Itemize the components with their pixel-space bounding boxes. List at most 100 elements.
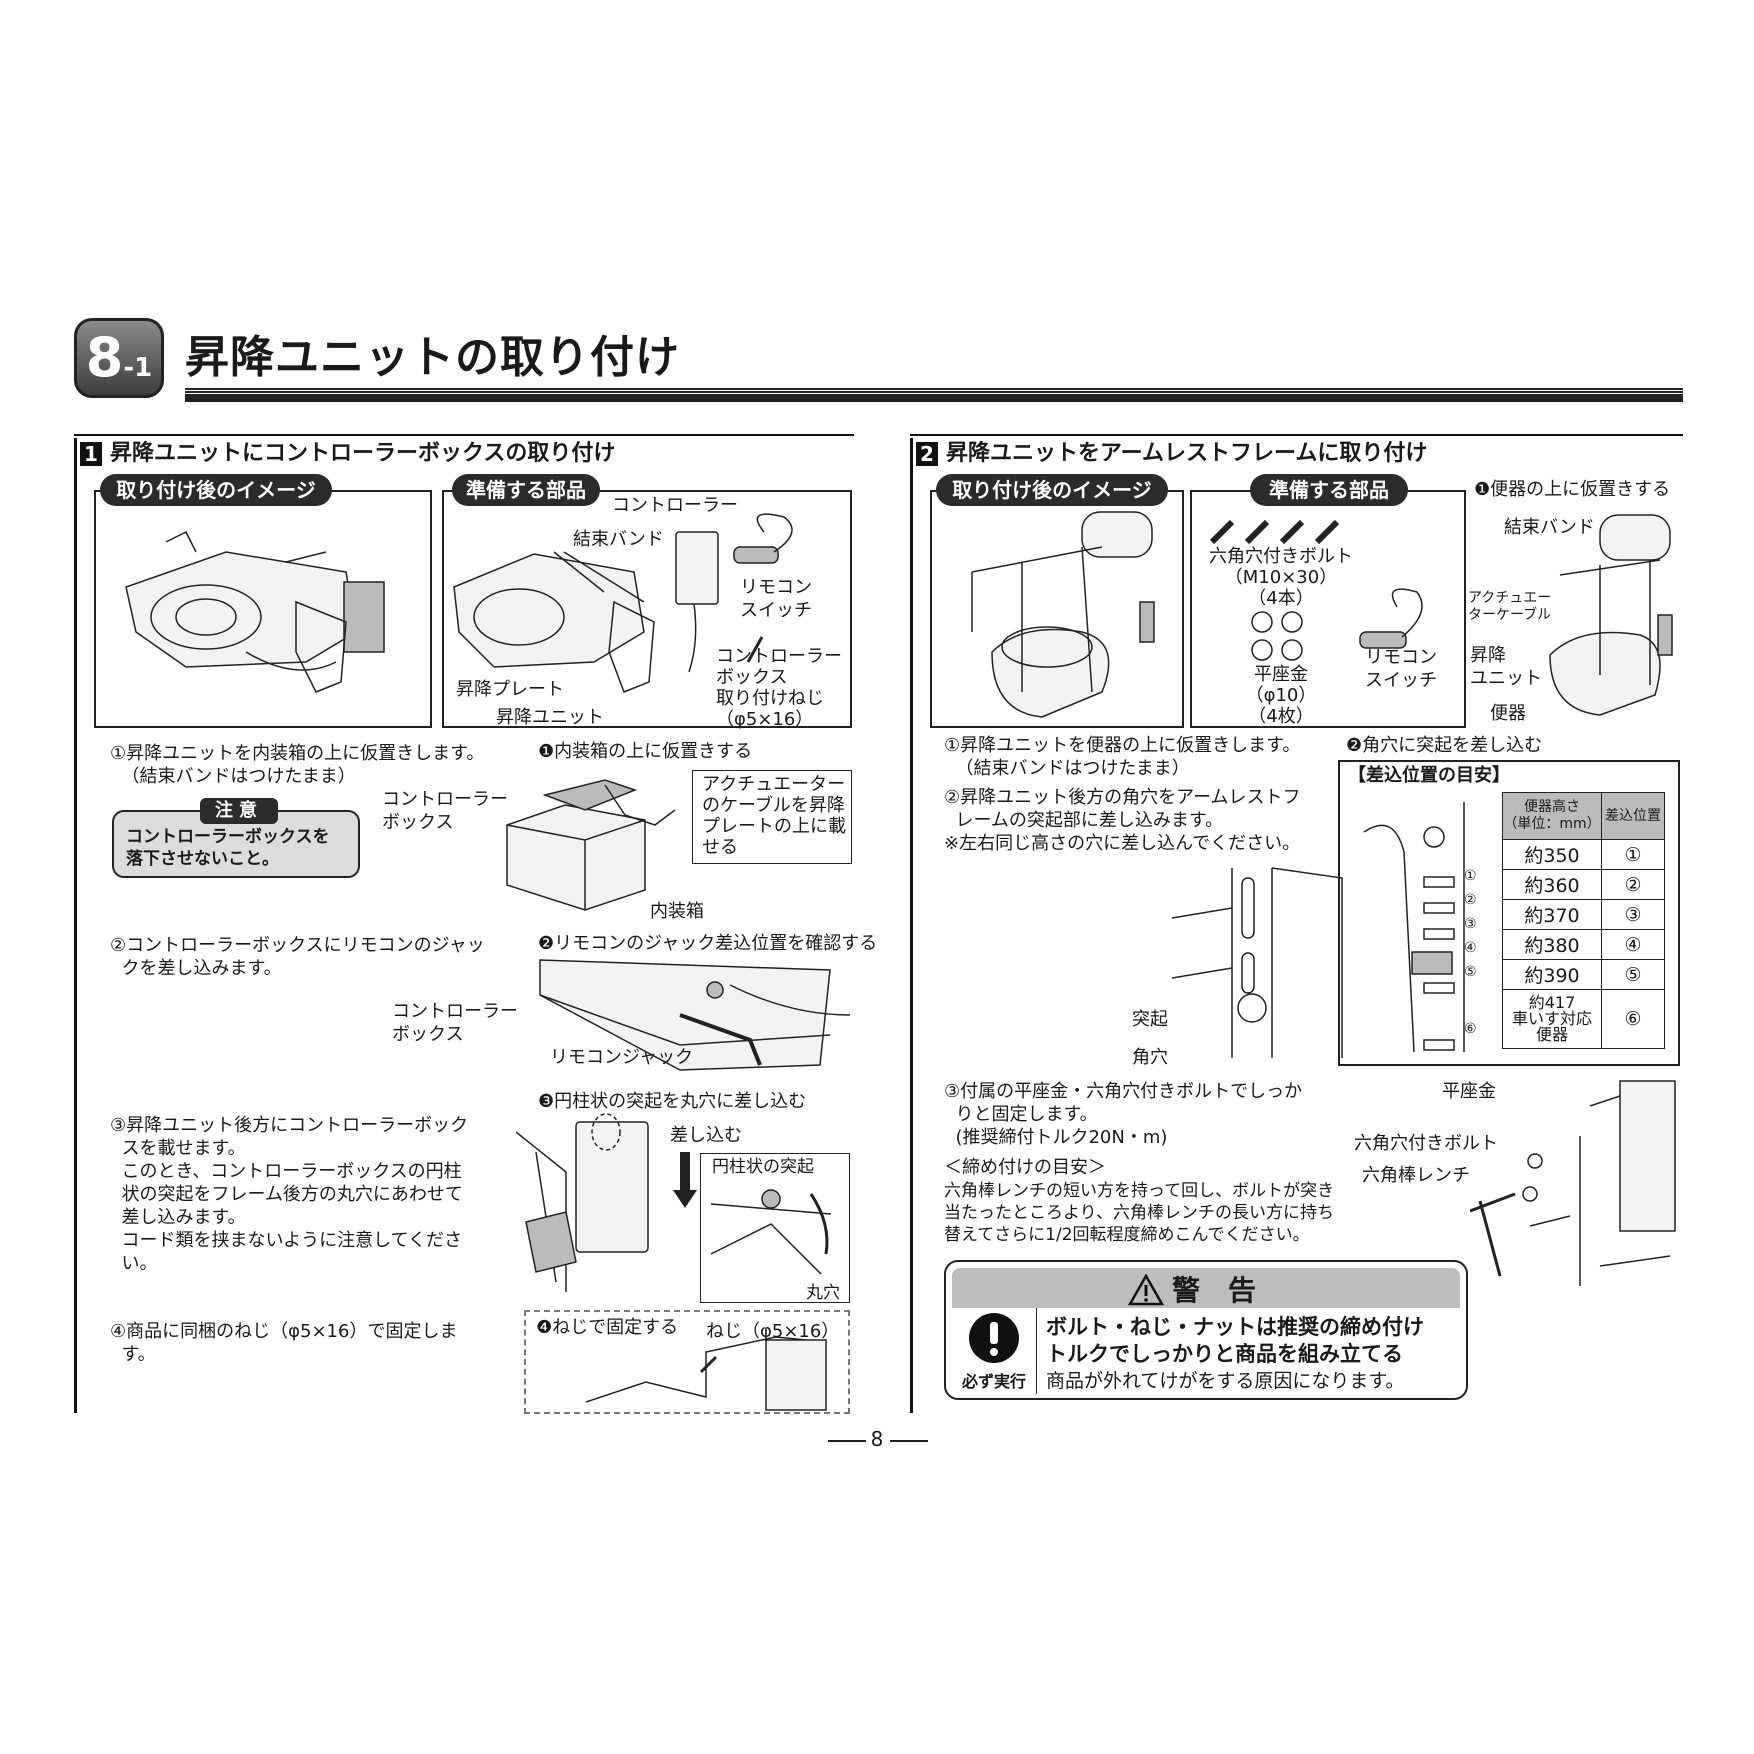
section-badge: 8-1 (74, 318, 164, 398)
after-image-box-right (930, 490, 1184, 728)
label-insert: 差し込む (670, 1125, 742, 1146)
label-screw: コントローラーボックス取り付けねじ（φ5×16） (716, 646, 842, 730)
left-step1: ①昇降ユニットを内装箱の上に仮置きします。 （結束バンドはつけたまま） (110, 743, 485, 787)
label-remote-jack: リモコンジャック (550, 1047, 694, 1068)
fig2-controller-box-label: コントローラーボックス (392, 1001, 518, 1045)
warning-title: 警 告 (1172, 1274, 1257, 1307)
section-heading-text: 昇降ユニットをアームレストフレームに取り付け (946, 441, 1428, 466)
fig4-dashed-box (524, 1310, 850, 1414)
frame-holes-illustration (1363, 802, 1465, 1053)
right-heading-rule (910, 434, 1683, 436)
warning-sub-text: 商品が外れてけがをする原因になります。 (1046, 1370, 1405, 1392)
label-actuator-cable: アクチュエーターケーブル (1468, 590, 1552, 623)
insert-arrow (680, 1152, 690, 1192)
step-number: 1 (80, 442, 102, 466)
remote-jack-illustration (539, 959, 851, 1071)
controller-mount-illustration (516, 1113, 649, 1292)
must-do-label: 必ず実行 (961, 1372, 1026, 1391)
insert-guide-title: 【差込位置の目安】 (1348, 765, 1510, 786)
actuator-note: アクチュエーターのケーブルを昇降プレートの上に載せる (702, 774, 846, 858)
right-column-bar (910, 438, 913, 1413)
bolts-washers-illustration (1209, 519, 1423, 661)
label-bolt-fig: 六角穴付きボルト (1354, 1133, 1498, 1154)
after-image-box (94, 490, 432, 728)
caution-text: コントローラーボックスを落下させないこと。 (126, 827, 330, 869)
after-image-label-right: 取り付け後のイメージ (936, 474, 1168, 506)
warning-title-bar (952, 1268, 1460, 1308)
title-rule-bold (185, 396, 1683, 402)
right-fig1-caption: ❶便器の上に仮置きする (1474, 479, 1671, 500)
col-toilet-height: 便器高さ（単位：mm） (1502, 792, 1602, 840)
label-lift-unit: 昇降ユニット (496, 707, 604, 728)
label-controller: コントローラー (612, 495, 738, 516)
tightening-guide-text: 六角棒レンチの短い方を持って回し、ボルトが突き当たったところより、六角棒レンチの… (944, 1181, 1335, 1245)
square-hole-illustration (1172, 867, 1343, 1058)
after-image-label: 取り付け後のイメージ (100, 474, 332, 506)
fig2-caption: ❷リモコンのジャック差込位置を確認する (538, 933, 878, 954)
fig4-caption: ❹ねじで固定する (536, 1317, 679, 1338)
label-toilet: 便器 (1490, 703, 1526, 724)
actuator-note-box (692, 770, 852, 864)
inner-box-illustration (506, 779, 676, 911)
page-number: 8 (870, 1427, 884, 1451)
left-heading-rule (74, 434, 854, 436)
parts-label-right: 準備する部品 (1250, 474, 1408, 506)
label-binding-band-right: 結束バンド (1504, 517, 1595, 538)
left-step3: ③昇降ユニット後方にコントローラーボック スを載せます。 このとき、コントローラ… (110, 1115, 469, 1274)
parts-box (442, 490, 852, 728)
fig1-controller-box-label: コントローラーボックス (382, 789, 508, 833)
fig1-caption: ❶内装箱の上に仮置きする (538, 741, 753, 762)
label-fig4-screw: ねじ（φ5×16） (706, 1321, 840, 1342)
label-washer-fig: 平座金 (1442, 1081, 1496, 1102)
section-heading-text: 昇降ユニットにコントローラーボックスの取り付け (110, 441, 616, 466)
right-step1: ①昇降ユニットを便器の上に仮置きします。 （結束バンドはつけたまま） (944, 735, 1301, 779)
right-step2: ②昇降ユニット後方の角穴をアームレストフ レームの突起部に差し込みます。※左右同… (944, 787, 1301, 854)
toilet-placement-illustration (1549, 514, 1673, 716)
page-number-dash-left (828, 1440, 866, 1442)
warning-main-text: ボルト・ねじ・ナットは推奨の締め付けトルクでしっかりと商品を組み立てる (1046, 1315, 1424, 1366)
fig3-caption: ❸円柱状の突起を丸穴に差し込む (538, 1091, 807, 1112)
label-remote-switch: リモコンスイッチ (740, 577, 812, 621)
left-section-heading: 1 昇降ユニットにコントローラーボックスの取り付け (80, 440, 615, 468)
must-do-icon (969, 1313, 1019, 1363)
right-fig2-caption: ❷角穴に突起を差し込む (1346, 735, 1543, 756)
parts-box-right (1190, 490, 1466, 728)
insert-arrowhead (673, 1190, 697, 1208)
parts-illustration (453, 513, 793, 693)
label-lift-unit-right: 昇降ユニット (1470, 645, 1542, 689)
label-remote-switch-right: リモコンスイッチ (1365, 647, 1437, 691)
label-protrusion: 突起 (1132, 1009, 1168, 1030)
label-washer: 平座金（φ10）（4枚） (1245, 664, 1317, 727)
lift-unit-assembled-illustration (125, 530, 385, 693)
label-lift-plate: 昇降プレート (456, 679, 564, 700)
col-insert-position: 差込位置 (1601, 792, 1665, 840)
parts-label: 準備する部品 (452, 474, 600, 506)
right-section-heading: 2 昇降ユニットをアームレストフレームに取り付け (916, 440, 1427, 468)
label-round-hole: 丸穴 (806, 1283, 840, 1303)
detail-box (700, 1153, 850, 1303)
label-cylindrical-protrusion: 円柱状の突起 (712, 1157, 814, 1177)
left-step2: ②コントローラーボックスにリモコンのジャッ クを差し込みます。 (110, 935, 485, 979)
section-number: 8 (85, 326, 124, 389)
left-column-bar (74, 438, 77, 1413)
section-subnumber: -1 (123, 353, 153, 383)
label-wrench-fig: 六角棒レンチ (1362, 1165, 1470, 1186)
must-do-cell: 必ず実行 (952, 1308, 1037, 1394)
step-number: 2 (916, 442, 938, 466)
page-title: 昇降ユニットの取り付け (185, 332, 680, 383)
tightening-guide-title: ＜締め付けの目安＞ (944, 1157, 1106, 1178)
left-step4: ④商品に同梱のねじ（φ5×16）で固定しま す。 (110, 1321, 458, 1365)
warning-box: 警 告 必ず実行 ボルト・ねじ・ナットは推奨の締め付けトルクでしっかりと商品を組… (944, 1260, 1468, 1400)
label-inner-box: 内装箱 (650, 901, 704, 922)
bolt-fastening-illustration (1470, 1080, 1676, 1286)
warning-triangle-icon (1128, 1274, 1164, 1306)
caution-label: 注意 (200, 798, 278, 824)
